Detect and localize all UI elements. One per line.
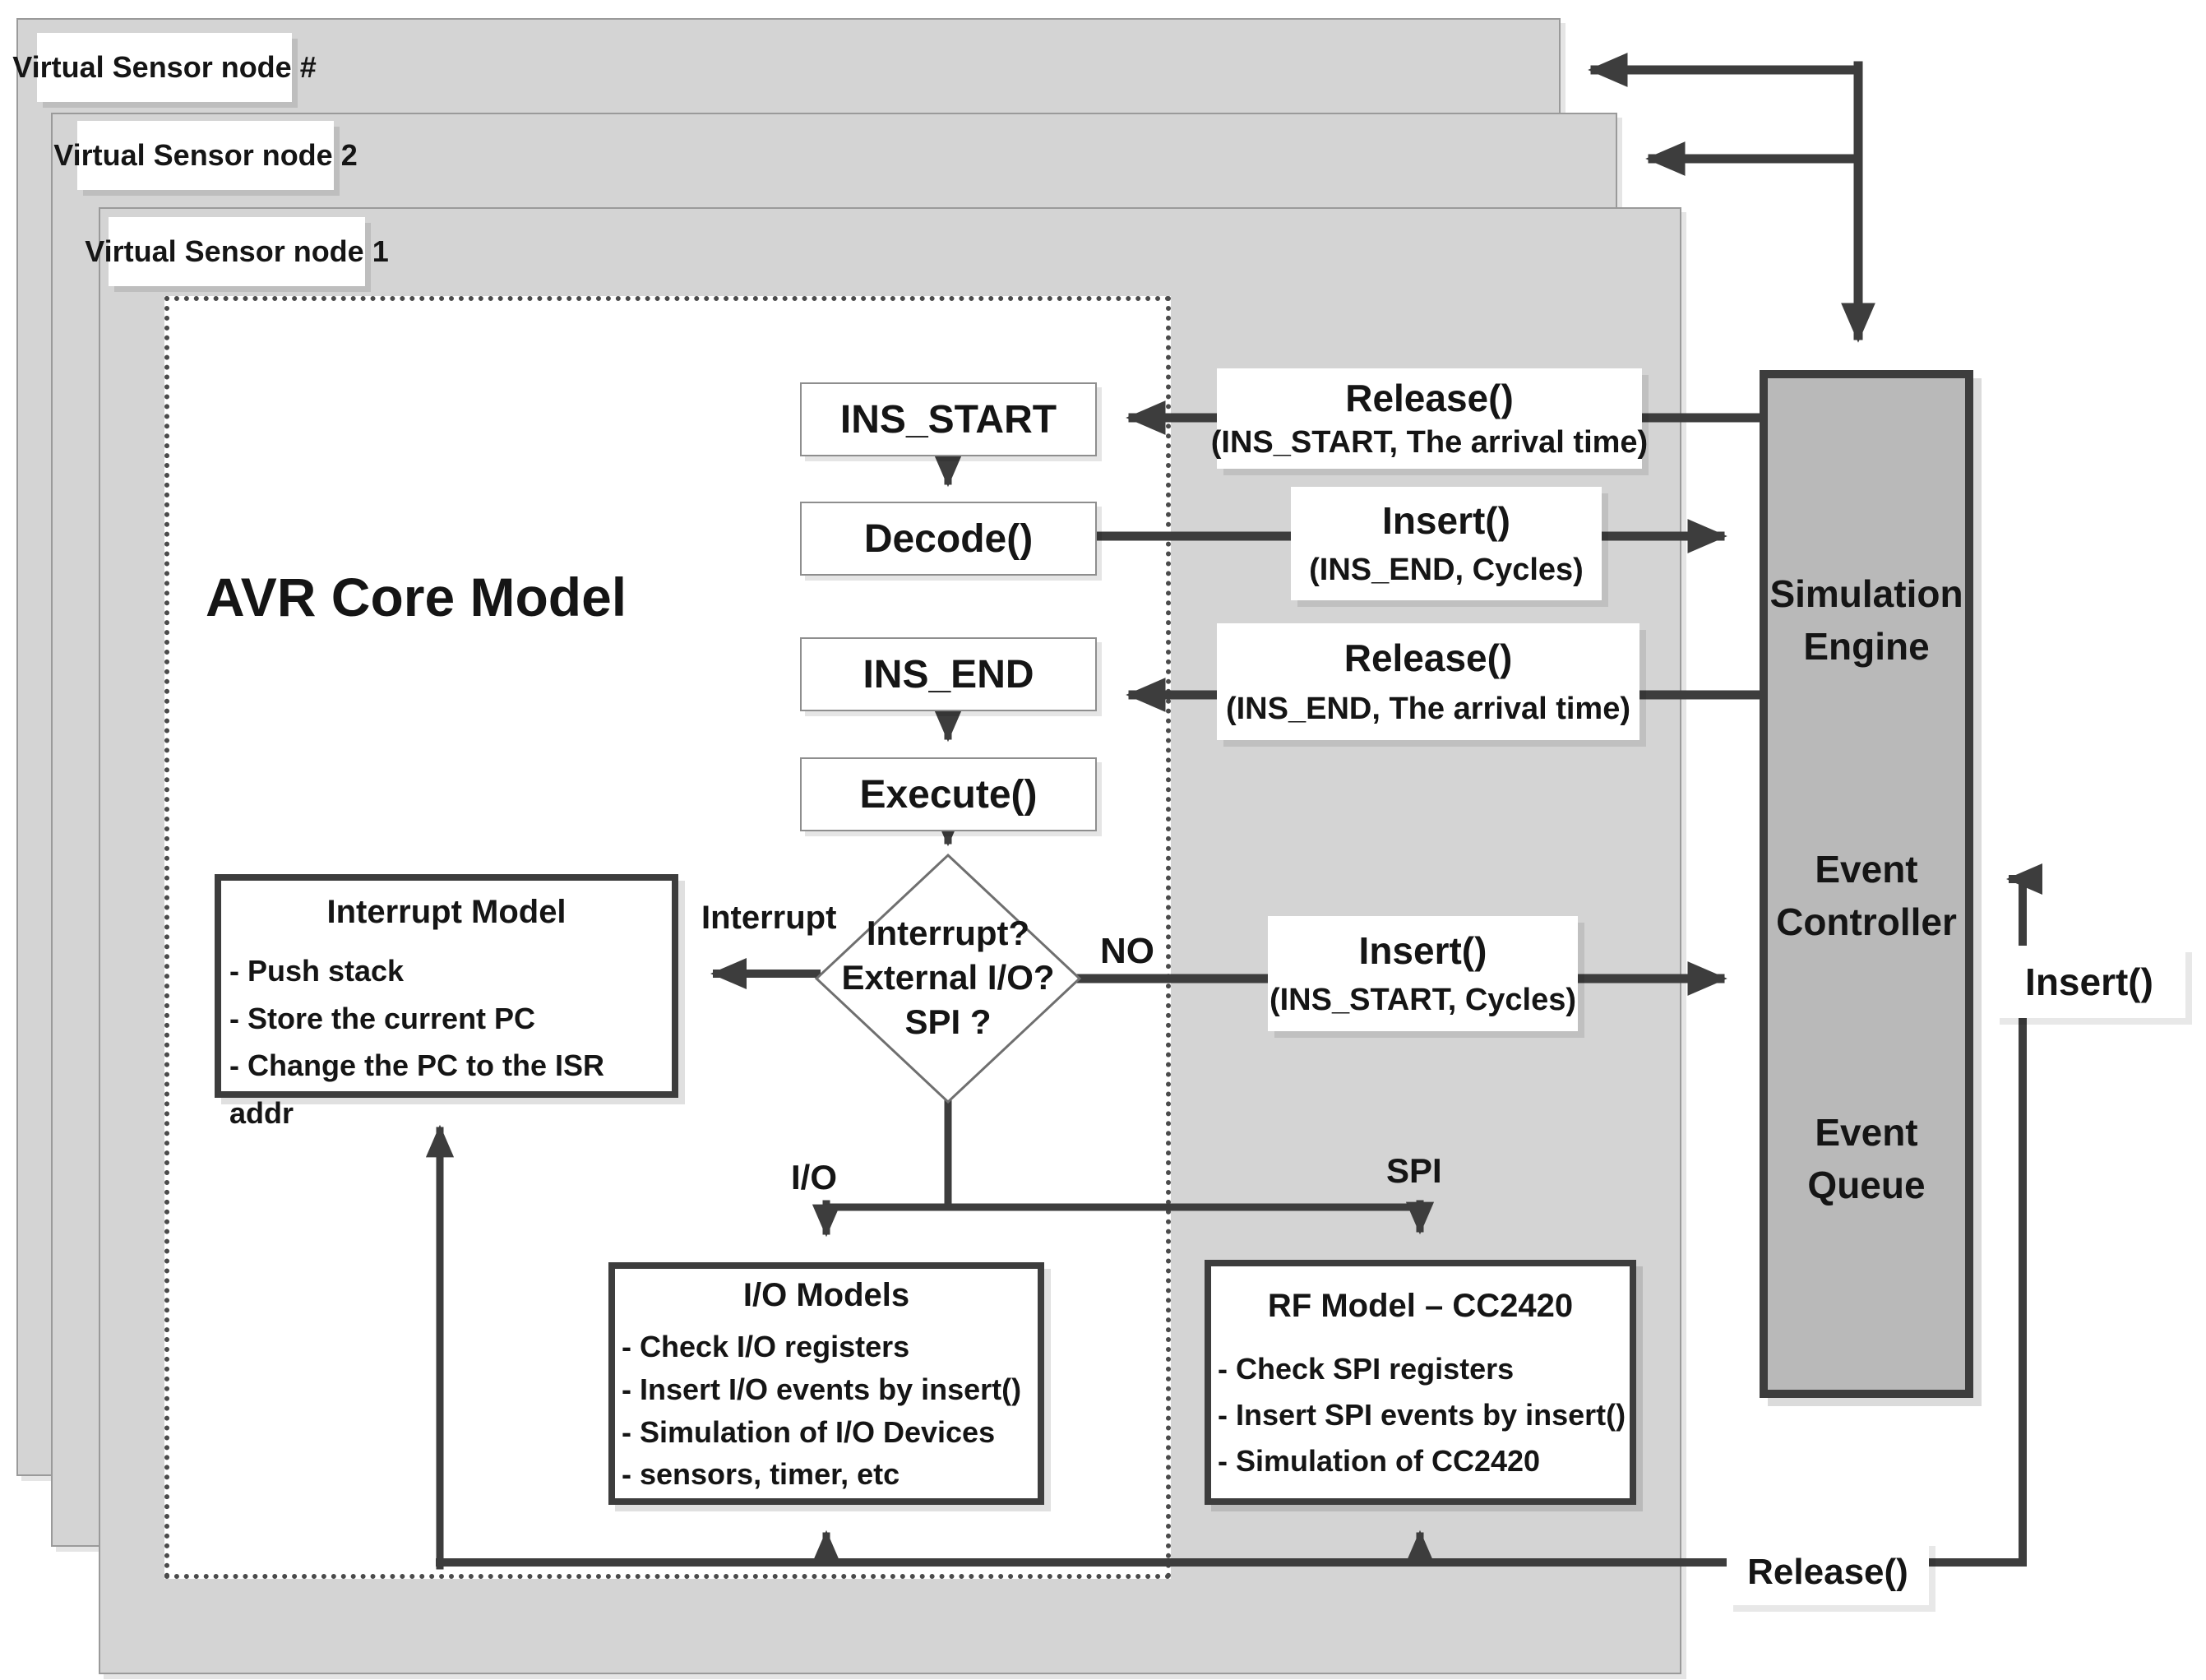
insert-queue-callout: Insert(): [1993, 946, 2185, 1018]
rf-model-item: - Check SPI registers: [1218, 1352, 1515, 1386]
interrupt-branch-label: Interrupt: [701, 900, 837, 936]
insert-ins-end-title: Insert(): [1382, 499, 1510, 542]
interrupt-model-item: - Change the PC to the ISR addr: [229, 1048, 605, 1130]
execute-box: Execute(): [800, 757, 1097, 831]
rf-model-title: RF Model – CC2420: [1267, 1288, 1574, 1324]
engine-section-event-controller: Event Controller: [1776, 848, 1957, 944]
decode-box: Decode(): [800, 502, 1097, 576]
interrupt-model-item: - Store the current PC: [229, 1001, 536, 1035]
interrupt-model-title: Interrupt Model: [326, 894, 567, 930]
release-ins-end-args: (INS_END, The arrival time): [1225, 691, 1631, 726]
decision-line-2: External I/O?: [841, 957, 1055, 997]
ins-end-box: INS_END: [800, 637, 1097, 711]
insert-ins-start-title: Insert(): [1358, 928, 1487, 972]
release-bottom-callout: Release(): [1727, 1539, 1929, 1605]
release-ins-start-title: Release(): [1345, 376, 1514, 419]
virtual-node-hash-label: Virtual Sensor node #: [12, 33, 317, 102]
insert-ins-start-callout: Insert() (INS_START, Cycles): [1268, 916, 1578, 1031]
io-models-item: - Simulation of I/O Devices: [622, 1414, 996, 1449]
io-models-item: - sensors, timer, etc: [622, 1457, 900, 1492]
interrupt-model-box: Interrupt Model - Push stack - Store the…: [215, 874, 678, 1130]
avr-core-title: AVR Core Model: [206, 567, 627, 627]
io-models-item: - Check I/O registers: [622, 1330, 910, 1363]
io-models-item: - Insert I/O events by insert(): [622, 1372, 1022, 1406]
engine-section-event-queue: Event Queue: [1807, 1111, 1926, 1207]
release-ins-start-args: (INS_START, The arrival time): [1210, 425, 1649, 460]
insert-ins-end-callout: Insert() (INS_END, Cycles): [1291, 487, 1602, 600]
decision-line-1: Interrupt?: [866, 914, 1030, 952]
decision-diamond-text: Interrupt? External I/O? SPI ?: [816, 911, 1080, 1044]
insert-ins-end-args: (INS_END, Cycles): [1309, 553, 1584, 587]
insert-queue-label: Insert(): [2025, 960, 2153, 1003]
insert-ins-start-args: (INS_START, Cycles): [1269, 983, 1577, 1018]
io-branch-label: I/O: [791, 1158, 838, 1196]
no-branch-label: NO: [1100, 931, 1154, 971]
ins-start-box: INS_START: [800, 382, 1097, 456]
release-ins-end-title: Release(): [1343, 636, 1513, 680]
spi-branch-label: SPI: [1386, 1151, 1442, 1190]
io-models-box: I/O Models - Check I/O registers - Inser…: [608, 1262, 1044, 1505]
engine-section-simulation-engine: Simulation Engine: [1769, 572, 1963, 669]
rf-model-box: RF Model – CC2420 - Check SPI registers …: [1205, 1260, 1636, 1505]
decision-line-3: SPI ?: [904, 1002, 992, 1041]
io-models-title: I/O Models: [742, 1277, 910, 1313]
release-ins-end-callout: Release() (INS_END, The arrival time): [1217, 623, 1639, 740]
rf-model-item: - Insert SPI events by insert(): [1218, 1397, 1626, 1432]
simulation-engine-box: Simulation Engine Event Controller Event…: [1760, 370, 1973, 1398]
rf-model-item: - Simulation of CC2420: [1218, 1443, 1541, 1478]
release-ins-start-callout: Release() (INS_START, The arrival time): [1211, 368, 1648, 469]
virtual-node-2-label: Virtual Sensor node 2: [53, 121, 358, 190]
release-bottom-label: Release(): [1747, 1552, 1908, 1592]
interrupt-model-item: - Push stack: [229, 954, 405, 988]
virtual-node-1-label: Virtual Sensor node 1: [85, 217, 389, 286]
